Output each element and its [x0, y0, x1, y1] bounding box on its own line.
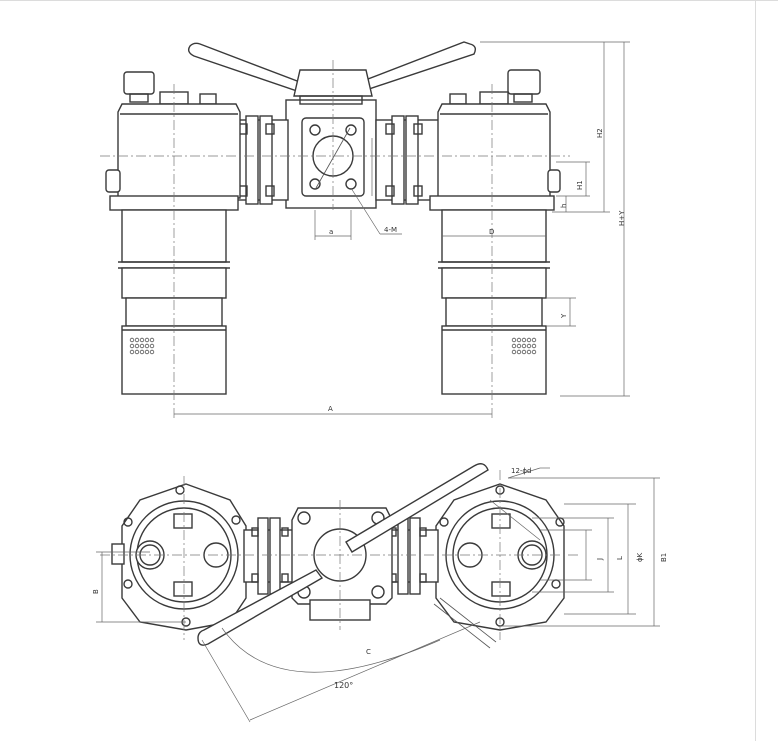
label-j: J	[596, 558, 604, 561]
label-h: h	[560, 204, 568, 208]
handle-lever	[187, 41, 477, 97]
label-h2: H2	[596, 128, 604, 138]
label-a: A	[328, 405, 333, 413]
right-connector	[375, 115, 443, 205]
label-angle: 120°	[334, 681, 353, 690]
plan-handle	[197, 463, 489, 646]
label-d: D	[489, 228, 494, 236]
label-h1: H1	[576, 180, 584, 190]
frame-border-right	[755, 0, 756, 741]
center-valve-body	[285, 95, 377, 209]
plan-connectors	[243, 517, 439, 595]
left-vent-holes	[129, 337, 155, 355]
label-12d: 12-ϕd	[511, 467, 532, 475]
front-dimensions: H2 H+Y H1 h Y D a 4-M A	[174, 41, 630, 415]
frame-border-top	[0, 0, 778, 1]
label-a-small: a	[329, 228, 333, 236]
label-c: C	[366, 648, 371, 656]
plan-dimensions: 12-ϕd J L ϕK B1 B C 120°	[92, 467, 668, 723]
label-y: Y	[560, 313, 568, 319]
left-filter-housing	[105, 71, 241, 395]
label-k: ϕK	[636, 552, 644, 562]
label-4m: 4-M	[384, 226, 397, 234]
label-l: L	[616, 556, 624, 560]
label-b1: B1	[660, 553, 668, 562]
right-filter-housing	[429, 69, 561, 395]
left-housing-plan	[111, 483, 247, 631]
label-hy: H+Y	[618, 210, 626, 226]
label-b: B	[92, 589, 100, 594]
right-vent-holes	[511, 337, 537, 355]
plan-view: 12-ϕd J L ϕK B1 B C 120°	[92, 463, 668, 723]
front-elevation: H2 H+Y H1 h Y D a 4-M A	[100, 41, 630, 420]
